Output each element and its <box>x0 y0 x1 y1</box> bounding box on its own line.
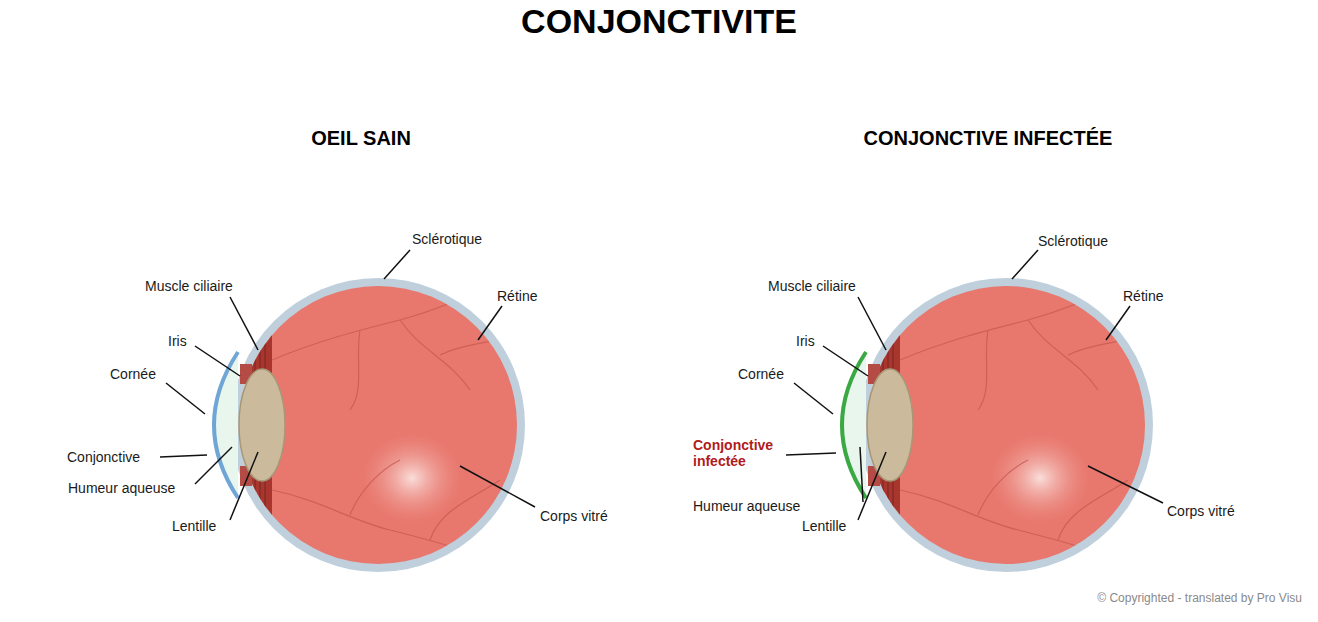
part-label: Iris <box>796 333 815 349</box>
part-label: Rétine <box>1123 288 1163 304</box>
part-label: Rétine <box>497 288 537 304</box>
part-label: Cornée <box>110 366 156 382</box>
cornea <box>214 352 238 498</box>
part-label: Sclérotique <box>412 231 482 247</box>
part-label: Corps vitré <box>540 508 608 524</box>
infected-conjunctiva <box>842 352 866 498</box>
part-label: Cornée <box>738 366 784 382</box>
part-label: Corps vitré <box>1167 503 1235 519</box>
part-label: Conjonctive <box>67 449 140 465</box>
part-label: Humeur aqueuse <box>68 480 175 496</box>
part-label: Iris <box>168 333 187 349</box>
part-label: Muscle ciliaire <box>145 278 233 294</box>
infected-eye <box>859 278 1153 580</box>
part-label: Humeur aqueuse <box>693 498 800 514</box>
part-label: Sclérotique <box>1038 233 1108 249</box>
infected-label: Conjonctive infectée <box>693 437 783 469</box>
part-label: Muscle ciliaire <box>768 278 856 294</box>
healthy-eye <box>231 278 525 580</box>
part-label: Lentille <box>802 518 846 534</box>
leader-lines <box>160 250 1163 520</box>
watermark: © Copyrighted - translated by Pro Visu <box>1097 592 1302 606</box>
part-label: Lentille <box>172 518 216 534</box>
panel-heading: OEIL SAIN <box>311 127 411 150</box>
panel-heading: CONJONCTIVE INFECTÉE <box>864 127 1113 150</box>
page-title: CONJONCTIVITE <box>521 2 797 41</box>
